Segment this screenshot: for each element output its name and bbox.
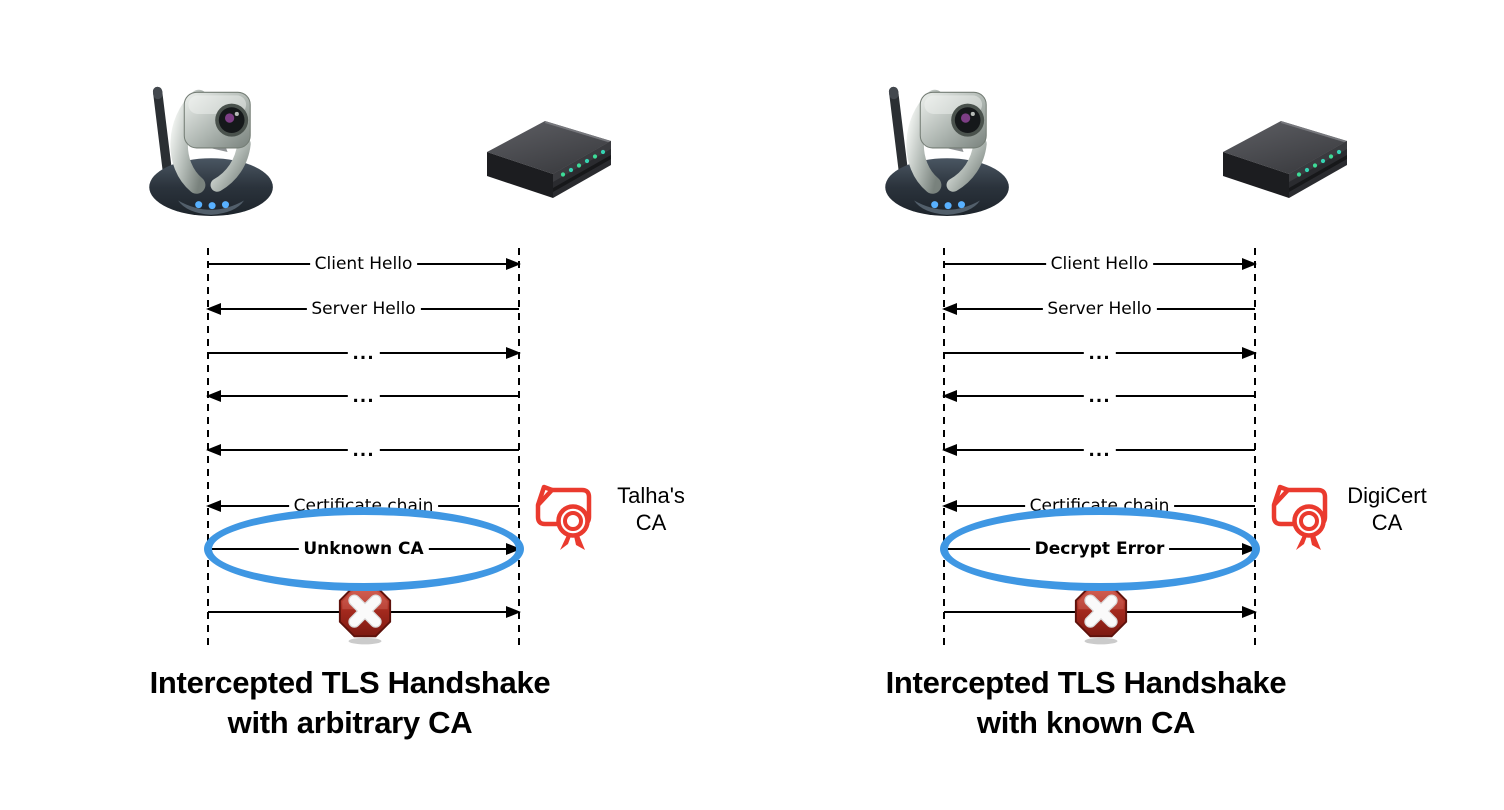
- arrowhead-left-icon: [206, 390, 221, 402]
- message-ellipsis: ...: [944, 343, 1257, 364]
- ca-name-line1: DigiCert: [1347, 483, 1427, 508]
- message-label: Server Hello: [306, 299, 421, 319]
- message-server-hello: Server Hello: [206, 299, 519, 319]
- message-label: ...: [347, 343, 380, 364]
- message-label: Client Hello: [309, 254, 418, 274]
- message-ellipsis: ...: [942, 386, 1255, 407]
- panel-caption: Intercepted TLS Handshake with arbitrary…: [35, 663, 665, 743]
- certificate-icon: [1267, 478, 1333, 552]
- router-icon: [481, 114, 617, 204]
- arrowhead-left-icon: [206, 500, 221, 512]
- arrowhead-left-icon: [206, 303, 221, 315]
- arrowhead-left-icon: [942, 390, 957, 402]
- ca-name-line1: Talha's: [617, 483, 685, 508]
- error-octagon-icon: [1072, 584, 1130, 646]
- caption-line1: Intercepted TLS Handshake: [149, 665, 551, 700]
- message-label: ...: [347, 386, 380, 407]
- message-server-hello: Server Hello: [942, 299, 1255, 319]
- message-client-hello: Client Hello: [944, 254, 1257, 274]
- arrowhead-right-icon: [506, 258, 521, 270]
- ca-callout: Talha's CA: [531, 478, 711, 558]
- message-label: ...: [347, 440, 380, 461]
- caption-line2: with known CA: [976, 705, 1196, 740]
- message-ellipsis: ...: [208, 343, 521, 364]
- message-label: Server Hello: [1042, 299, 1157, 319]
- arrowhead-right-icon: [506, 347, 521, 359]
- highlight-ellipse: [204, 507, 524, 591]
- panel-caption: Intercepted TLS Handshake with known CA: [771, 663, 1401, 743]
- message-label: ...: [1083, 343, 1116, 364]
- message-label: ...: [1083, 386, 1116, 407]
- server-lifeline: [518, 248, 520, 648]
- message-ellipsis: ...: [942, 440, 1255, 461]
- arrowhead-right-icon: [1242, 606, 1257, 618]
- ip-camera-icon: [141, 82, 277, 218]
- ca-name-line2: CA: [1371, 510, 1403, 535]
- certificate-icon: [531, 478, 597, 552]
- ca-callout: DigiCert CA: [1267, 478, 1447, 558]
- ca-name: Talha's CA: [595, 482, 707, 536]
- ip-camera-icon: [877, 82, 1013, 218]
- arrowhead-left-icon: [206, 444, 221, 456]
- message-client-hello: Client Hello: [208, 254, 521, 274]
- message-ellipsis: ...: [206, 440, 519, 461]
- message-label: Client Hello: [1045, 254, 1154, 274]
- ca-name-line2: CA: [635, 510, 667, 535]
- arrowhead-right-icon: [1242, 347, 1257, 359]
- arrowhead-right-icon: [1242, 258, 1257, 270]
- error-octagon-icon: [336, 584, 394, 646]
- caption-line2: with arbitrary CA: [227, 705, 473, 740]
- arrowhead-right-icon: [506, 606, 521, 618]
- ca-name: DigiCert CA: [1331, 482, 1443, 536]
- message-label: ...: [1083, 440, 1116, 461]
- highlight-ellipse: [940, 507, 1260, 591]
- arrowhead-left-icon: [942, 303, 957, 315]
- arrowhead-left-icon: [942, 444, 957, 456]
- router-icon: [1217, 114, 1353, 204]
- caption-line1: Intercepted TLS Handshake: [885, 665, 1287, 700]
- server-lifeline: [1254, 248, 1256, 648]
- arrowhead-left-icon: [942, 500, 957, 512]
- message-ellipsis: ...: [206, 386, 519, 407]
